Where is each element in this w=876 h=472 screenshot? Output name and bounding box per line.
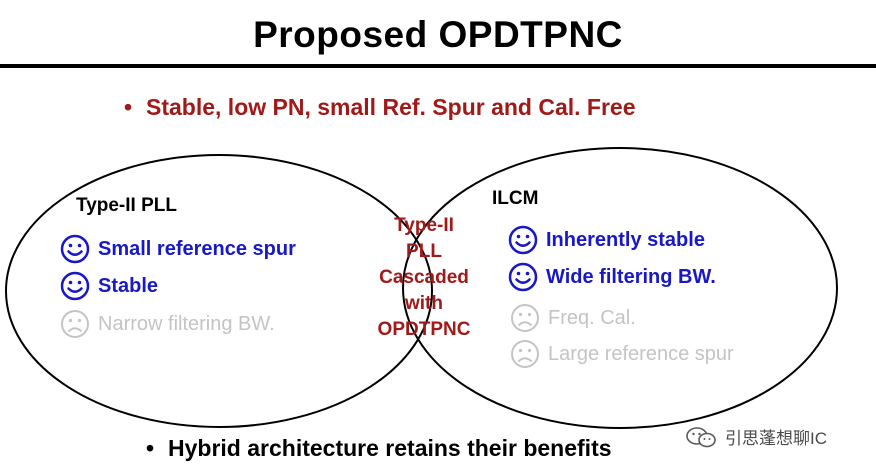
left-set-ellipse — [5, 154, 433, 428]
right-item-label: Large reference spur — [548, 342, 734, 365]
title-divider — [0, 64, 876, 68]
frowning-face-icon — [511, 304, 539, 332]
left-item-label: Stable — [98, 274, 159, 297]
summary-bullet-bottom: • Hybrid architecture retains their benef… — [146, 435, 612, 462]
watermark-text: 引思蓬想聊IC — [725, 429, 827, 448]
smiley-face-icon — [508, 262, 538, 292]
left-item-stable: Stable — [60, 271, 158, 301]
wechat-icon — [686, 426, 716, 447]
intersection-label: Type-II PLL Cascaded with OPDTPNC — [361, 213, 487, 343]
right-item-label: Inherently stable — [546, 228, 705, 251]
smiley-face-icon — [508, 225, 538, 255]
right-item-wide-filtering-bw: Wide filtering BW. — [508, 262, 716, 292]
page-title: Proposed OPDTPNC — [253, 14, 623, 55]
summary-bullet-top: • Stable, low PN, small Ref. Spur and Cal… — [124, 94, 636, 121]
right-item-inherently-stable: Inherently stable — [508, 225, 705, 255]
left-set-title: Type-II PLL — [76, 195, 177, 216]
intersection-line: with — [405, 293, 443, 314]
smiley-face-icon — [60, 234, 90, 264]
intersection-line: PLL — [406, 241, 442, 262]
intersection-line: Type-II — [394, 215, 454, 236]
bullet-marker: • — [146, 435, 155, 461]
right-item-large-reference-spur: Large reference spur — [510, 339, 734, 369]
watermark: 引思蓬想聊IC — [685, 424, 827, 449]
intersection-line: OPDTPNC — [377, 319, 471, 340]
frowning-face-icon — [61, 310, 89, 338]
right-item-label: Freq. Cal. — [548, 306, 636, 329]
bullet-marker: • — [124, 94, 133, 120]
left-item-label: Narrow filtering BW. — [98, 312, 275, 335]
smiley-face-icon — [60, 271, 90, 301]
left-item-small-reference-spur: Small reference spur — [60, 234, 296, 264]
right-item-freq-cal: Freq. Cal. — [510, 303, 636, 333]
summary-text-top: Stable, low PN, small Ref. Spur and Cal.… — [146, 94, 636, 120]
right-set-ellipse — [402, 147, 838, 429]
summary-text-bottom: Hybrid architecture retains their benefi… — [168, 435, 612, 461]
frowning-face-icon — [511, 340, 539, 368]
right-item-label: Wide filtering BW. — [546, 265, 716, 288]
right-set-title: ILCM — [492, 188, 539, 209]
left-item-narrow-filtering-bw: Narrow filtering BW. — [60, 309, 275, 339]
left-item-label: Small reference spur — [98, 237, 296, 260]
intersection-line: Cascaded — [379, 267, 469, 288]
